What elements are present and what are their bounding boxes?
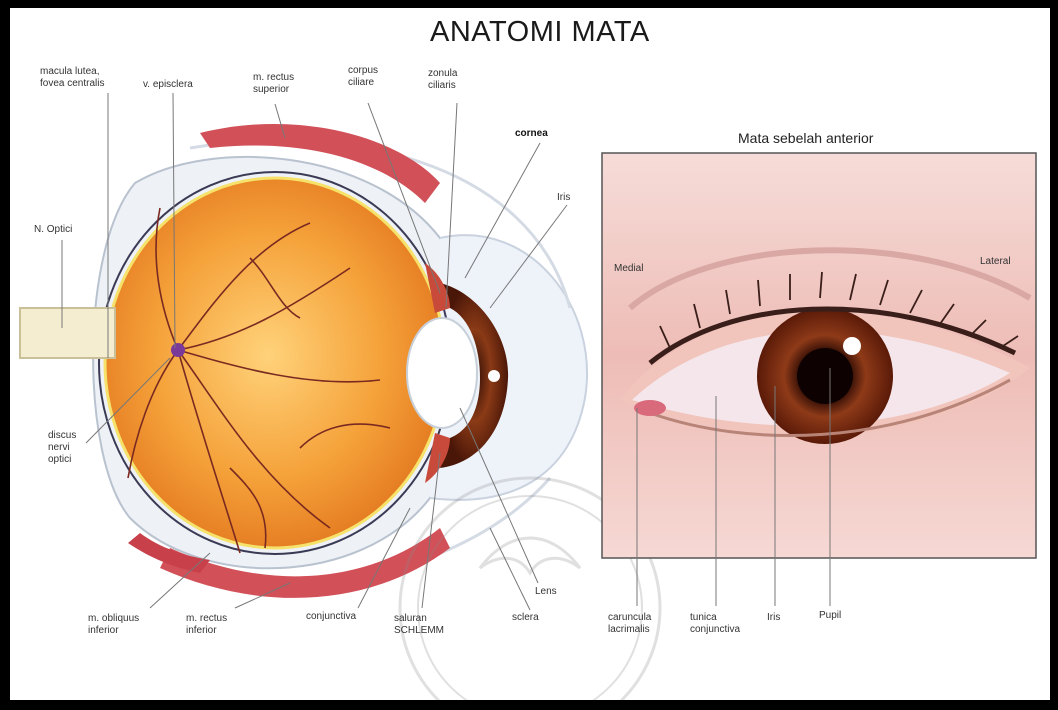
eye-anatomy-illustration	[10, 8, 1050, 700]
label-cornea: cornea	[515, 128, 548, 140]
label-sclera: sclera	[512, 612, 539, 624]
label-medial: Medial	[614, 263, 643, 275]
label-iris-anterior: Iris	[767, 612, 780, 624]
label-lateral: Lateral	[980, 256, 1011, 268]
label-episclera: v. episclera	[143, 79, 193, 91]
label-rectus-superior: m. rectus superior	[253, 72, 294, 96]
label-iris: Iris	[557, 192, 570, 204]
label-lens: Lens	[535, 586, 557, 598]
diagram-title: ANATOMI MATA	[430, 16, 650, 49]
label-saluran-schlemm: saluran SCHLEMM	[394, 613, 444, 637]
label-macula: macula lutea, fovea centralis	[40, 66, 104, 90]
label-rectus-inferior: m. rectus inferior	[186, 613, 227, 637]
anterior-eye-illustration	[602, 153, 1036, 558]
label-tunica-conjunctiva: tunica conjunctiva	[690, 612, 740, 636]
label-pupil: Pupil	[819, 610, 841, 622]
eye-section	[20, 124, 587, 598]
label-caruncula-lacrimalis: caruncula lacrimalis	[608, 612, 651, 636]
label-obliquus-inferior: m. obliquus inferior	[88, 613, 139, 637]
diagram-frame: ANATOMI MATA Mata sebelah anterior macul…	[10, 8, 1050, 700]
anterior-panel-title: Mata sebelah anterior	[738, 130, 873, 146]
label-n-optici: N. Optici	[34, 224, 72, 236]
label-discus-nervi-optici: discus nervi optici	[48, 430, 76, 466]
label-zonula-ciliaris: zonula ciliaris	[428, 68, 457, 92]
label-conjunctiva: conjunctiva	[306, 611, 356, 623]
label-corpus-ciliare: corpus ciliare	[348, 65, 378, 89]
